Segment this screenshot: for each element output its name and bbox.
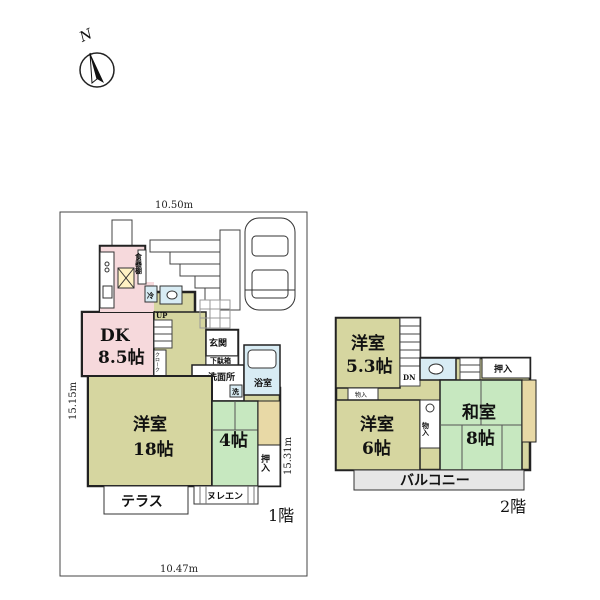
japanese-8-size: 8帖 <box>466 428 495 449</box>
entry-tiles <box>199 299 231 329</box>
dk-size: 8.5帖 <box>98 347 145 368</box>
oshiire-1f <box>257 444 281 487</box>
tatami-4-size: 4帖 <box>219 430 248 451</box>
washroom-label: 洗面所 <box>208 371 235 383</box>
stairs <box>153 319 173 349</box>
lot-boundary <box>59 211 308 577</box>
dn-label: DN <box>403 373 416 382</box>
genkan-label: 玄関 <box>209 337 227 349</box>
cloak-label: クローク <box>154 352 160 372</box>
car-icon <box>244 217 296 311</box>
cupboard-label: 食器棚 <box>134 252 144 275</box>
shoe-box-label: 下駄箱 <box>210 356 231 365</box>
western-5-3-size: 5.3帖 <box>346 356 393 377</box>
terrace-label: テラス <box>121 494 163 510</box>
slab <box>193 485 259 505</box>
japanese-8-name: 和室 <box>462 402 496 423</box>
stairs-2f <box>399 317 421 387</box>
toilet-2f-icon <box>428 363 444 375</box>
dimension-bottom: 10.47m <box>160 564 199 575</box>
western-5-3-name: 洋室 <box>351 333 385 354</box>
floor1-label: 1階 <box>268 506 294 525</box>
washer-label: 洗 <box>232 387 239 396</box>
dimension-right: 15.31m <box>283 436 294 475</box>
storage-2f-1-label: 物入 <box>355 391 367 399</box>
oshiire-1f-label: 押入 <box>259 453 271 473</box>
balcony-label: バルコニー <box>400 473 470 489</box>
compass-north-label: N <box>76 26 95 46</box>
bath-label: 浴室 <box>254 377 272 389</box>
dk-name: DK <box>100 326 131 346</box>
oshiire-2f <box>481 357 531 379</box>
room-genkan <box>205 329 239 357</box>
terrace <box>103 485 189 515</box>
entry-steps <box>111 219 241 311</box>
room-western-6 <box>335 399 421 471</box>
western-18-size: 18帖 <box>133 439 174 460</box>
western-18-name: 洋室 <box>133 414 167 435</box>
slab-label: ヌレエン <box>207 491 243 502</box>
kitchen-counter <box>99 251 135 309</box>
room-western-18 <box>87 375 213 487</box>
compass-icon: N <box>76 26 115 88</box>
western-6-size: 6帖 <box>362 438 391 459</box>
dimension-top: 10.50m <box>155 200 194 211</box>
balcony <box>353 469 525 491</box>
sink-icon <box>425 403 435 413</box>
oshiire-2f-label: 押入 <box>494 363 512 375</box>
western-6-name: 洋室 <box>360 414 394 435</box>
toilet-icon <box>166 290 178 300</box>
floor2-label: 2階 <box>500 497 526 516</box>
storage-2f-2-label: 物入 <box>422 421 431 437</box>
dimension-left: 15.15m <box>68 381 79 420</box>
refrigerator-label: 冷 <box>147 291 154 300</box>
up-label: UP <box>156 311 168 320</box>
